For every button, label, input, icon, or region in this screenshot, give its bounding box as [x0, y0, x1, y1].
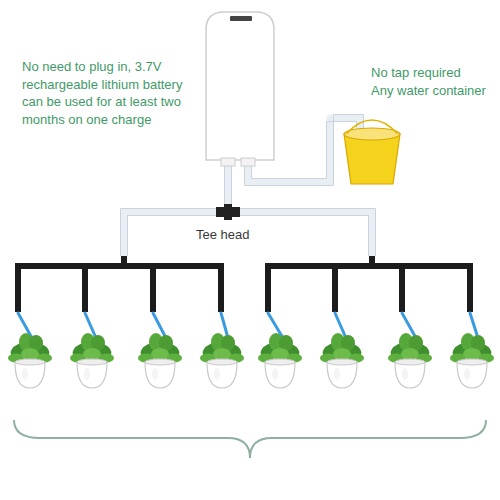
tap-note: No tap required [371, 64, 497, 82]
tee-label: Tee head [196, 226, 276, 244]
container-note: Any water container [371, 82, 497, 100]
battery-note: No need to plug in, 3.7V rechargeable li… [22, 58, 200, 128]
